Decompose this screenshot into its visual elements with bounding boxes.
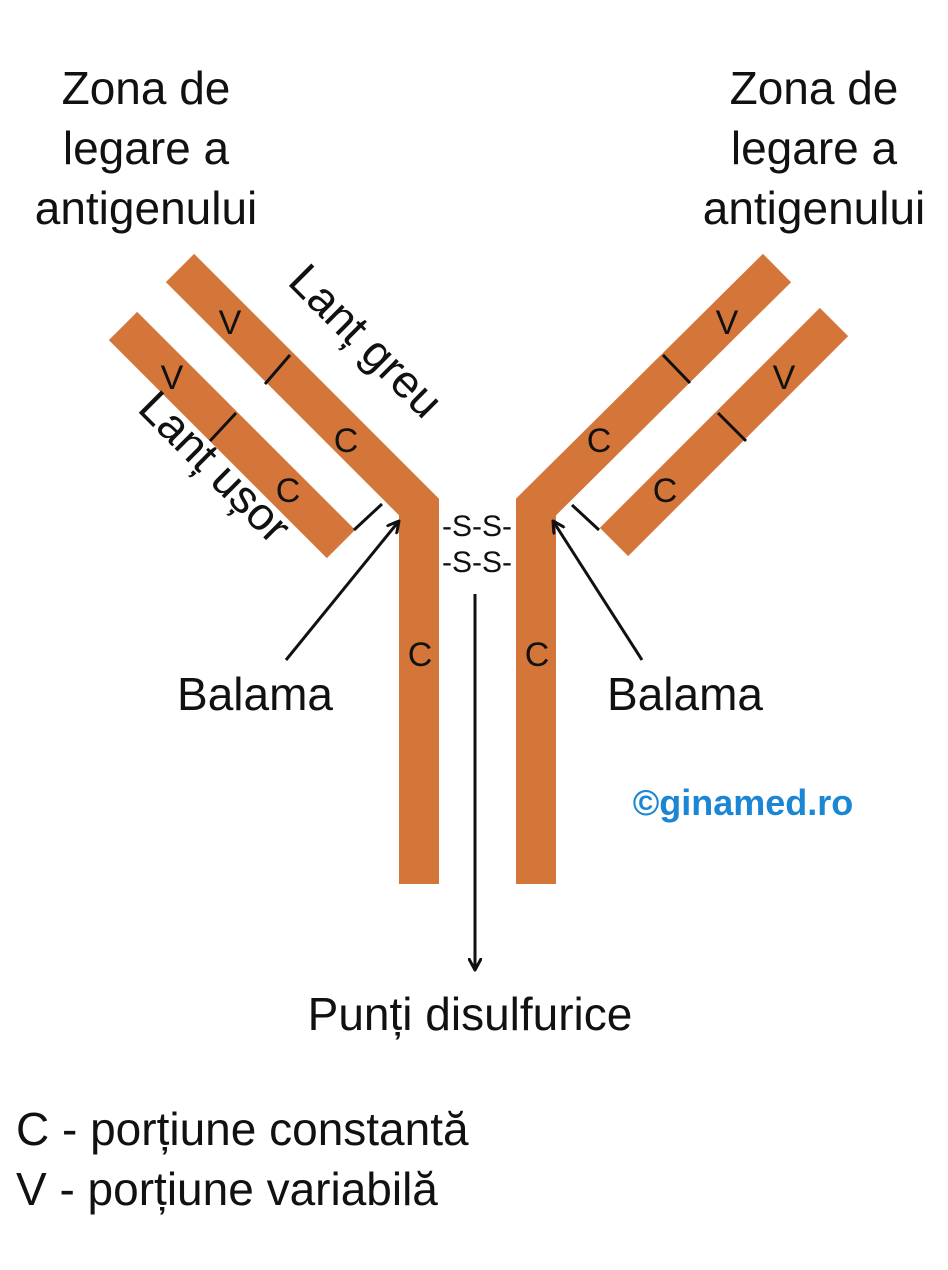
right-heavy-constant-label: C (587, 422, 612, 460)
right-stem-constant-label: C (525, 636, 550, 674)
legend-constant: C - porțiune constantă (16, 1103, 469, 1155)
binding-zone-left-line-3: antigenului (35, 182, 258, 234)
binding-zone-right-line-1: Zona de (730, 62, 899, 114)
right-light-end-boundary (570, 503, 601, 532)
left-light-vc-boundary (208, 411, 238, 443)
left-light-constant-label: C (276, 472, 301, 510)
left-heavy-chain (165, 253, 439, 884)
right-light-variable-label: V (773, 359, 796, 397)
left-light-end-boundary (352, 502, 384, 532)
left-heavy-constant-label: C (334, 422, 359, 460)
hinge-left-label: Balama (177, 668, 333, 720)
binding-zone-right-line-3: antigenului (703, 182, 926, 234)
right-light-vc-boundary (716, 411, 748, 443)
segment-boundaries (208, 353, 748, 532)
binding-zone-left-line-1: Zona de (62, 62, 231, 114)
left-light-chain (108, 311, 356, 559)
disulfide-bridge-upper: -S-S- (442, 510, 512, 543)
hinge-right-arrow (553, 521, 644, 661)
right-heavy-chain (516, 253, 792, 884)
left-light-variable-label: V (161, 359, 184, 397)
left-stem-constant-label: C (408, 636, 433, 674)
right-light-chain (599, 307, 849, 557)
disulfide-bridge-lower: -S-S- (442, 546, 512, 579)
binding-zone-right-line-2: legare a (731, 122, 898, 174)
right-light-constant-label: C (653, 472, 678, 510)
watermark: ©ginamed.ro (633, 782, 854, 823)
left-heavy-vc-boundary (263, 354, 292, 385)
legend-variable: V - porțiune variabilă (16, 1163, 438, 1215)
disulfide-bridges-label: Punți disulfurice (308, 988, 633, 1040)
hinge-right-label: Balama (607, 668, 763, 720)
antibody-body (108, 253, 849, 884)
left-heavy-variable-label: V (219, 304, 242, 342)
right-heavy-variable-label: V (716, 304, 739, 342)
hinge-left-arrow (284, 521, 399, 661)
binding-zone-left-line-2: legare a (63, 122, 230, 174)
right-heavy-vc-boundary (661, 353, 692, 385)
